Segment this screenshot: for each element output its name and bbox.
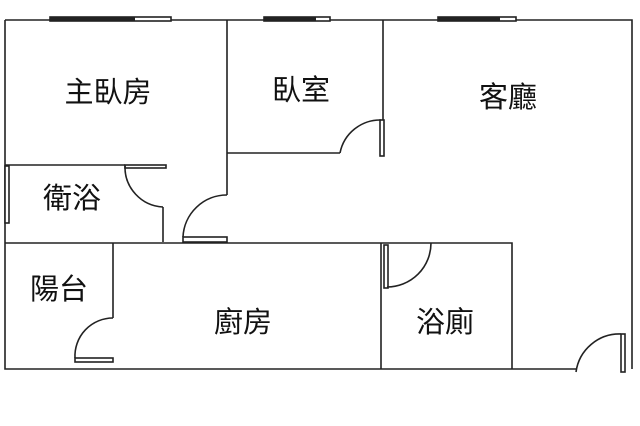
outer-wall <box>4 19 633 370</box>
door-swing <box>339 119 382 154</box>
room-label-bathroom-1: 衛浴 <box>42 181 102 215</box>
door-leaf <box>383 244 389 289</box>
door-leaf <box>620 333 626 373</box>
door-swing <box>74 317 114 359</box>
interior-wall <box>5 20 513 369</box>
room-label-bedroom: 臥室 <box>271 73 331 107</box>
door-leaf <box>379 119 385 157</box>
door-leaf <box>124 164 167 169</box>
door-swing <box>575 333 622 373</box>
room-label-living-room: 客廳 <box>478 80 538 114</box>
room-label-bathroom-2: 浴廁 <box>415 305 475 339</box>
door-leaf <box>182 236 228 243</box>
room-label-balcony: 陽台 <box>29 272 89 306</box>
door-leaf <box>74 357 114 363</box>
room-label-master-bedroom: 主臥房 <box>64 75 152 109</box>
door-swing <box>182 194 228 238</box>
room-label-kitchen: 廚房 <box>213 305 273 339</box>
window <box>4 165 10 224</box>
door-swing <box>124 165 164 208</box>
door-swing <box>386 242 432 288</box>
